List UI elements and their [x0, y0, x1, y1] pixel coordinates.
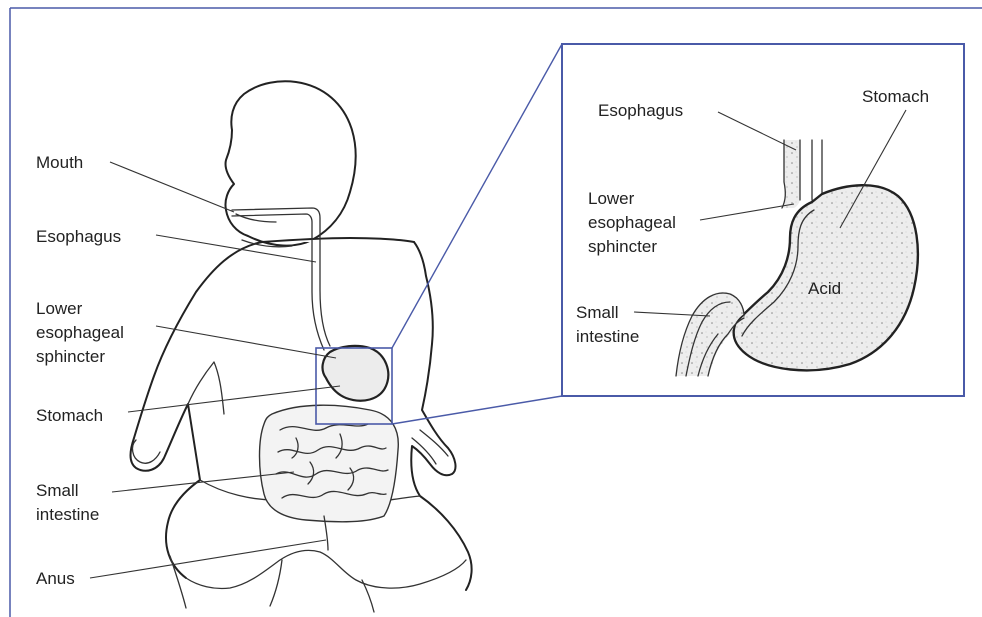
inset-leader-esophagus: [718, 112, 796, 150]
inset-label-small-intestine-line2: intestine: [576, 327, 639, 346]
inset-label-les-line3: sphincter: [588, 237, 657, 256]
label-anus: Anus: [36, 569, 75, 588]
leader-mouth: [110, 162, 234, 212]
label-esophagus: Esophagus: [36, 227, 121, 246]
inset-label-stomach: Stomach: [862, 87, 929, 106]
label-les-line3: sphincter: [36, 347, 105, 366]
zoom-connector-top: [392, 44, 562, 348]
zoom-connector-bottom: [392, 396, 562, 424]
label-stomach: Stomach: [36, 406, 103, 425]
inset-stomach: [734, 185, 918, 370]
label-small-intestine-line1: Small: [36, 481, 79, 500]
stomach-organ: [323, 346, 389, 401]
label-small-intestine-line2: intestine: [36, 505, 99, 524]
label-mouth: Mouth: [36, 153, 83, 172]
baby-figure: [131, 81, 472, 612]
inset-label-les-line2: esophageal: [588, 213, 676, 232]
inset-label-small-intestine-line1: Small: [576, 303, 619, 322]
small-intestine-organ: [260, 405, 399, 550]
inset-label-acid: Acid: [808, 279, 841, 298]
inset-label-les-line1: Lower: [588, 189, 635, 208]
label-les-line2: esophageal: [36, 323, 124, 342]
label-les-line1: Lower: [36, 299, 83, 318]
leader-anus: [90, 540, 326, 578]
inset-leader-les: [700, 204, 794, 220]
inset-label-esophagus: Esophagus: [598, 101, 683, 120]
